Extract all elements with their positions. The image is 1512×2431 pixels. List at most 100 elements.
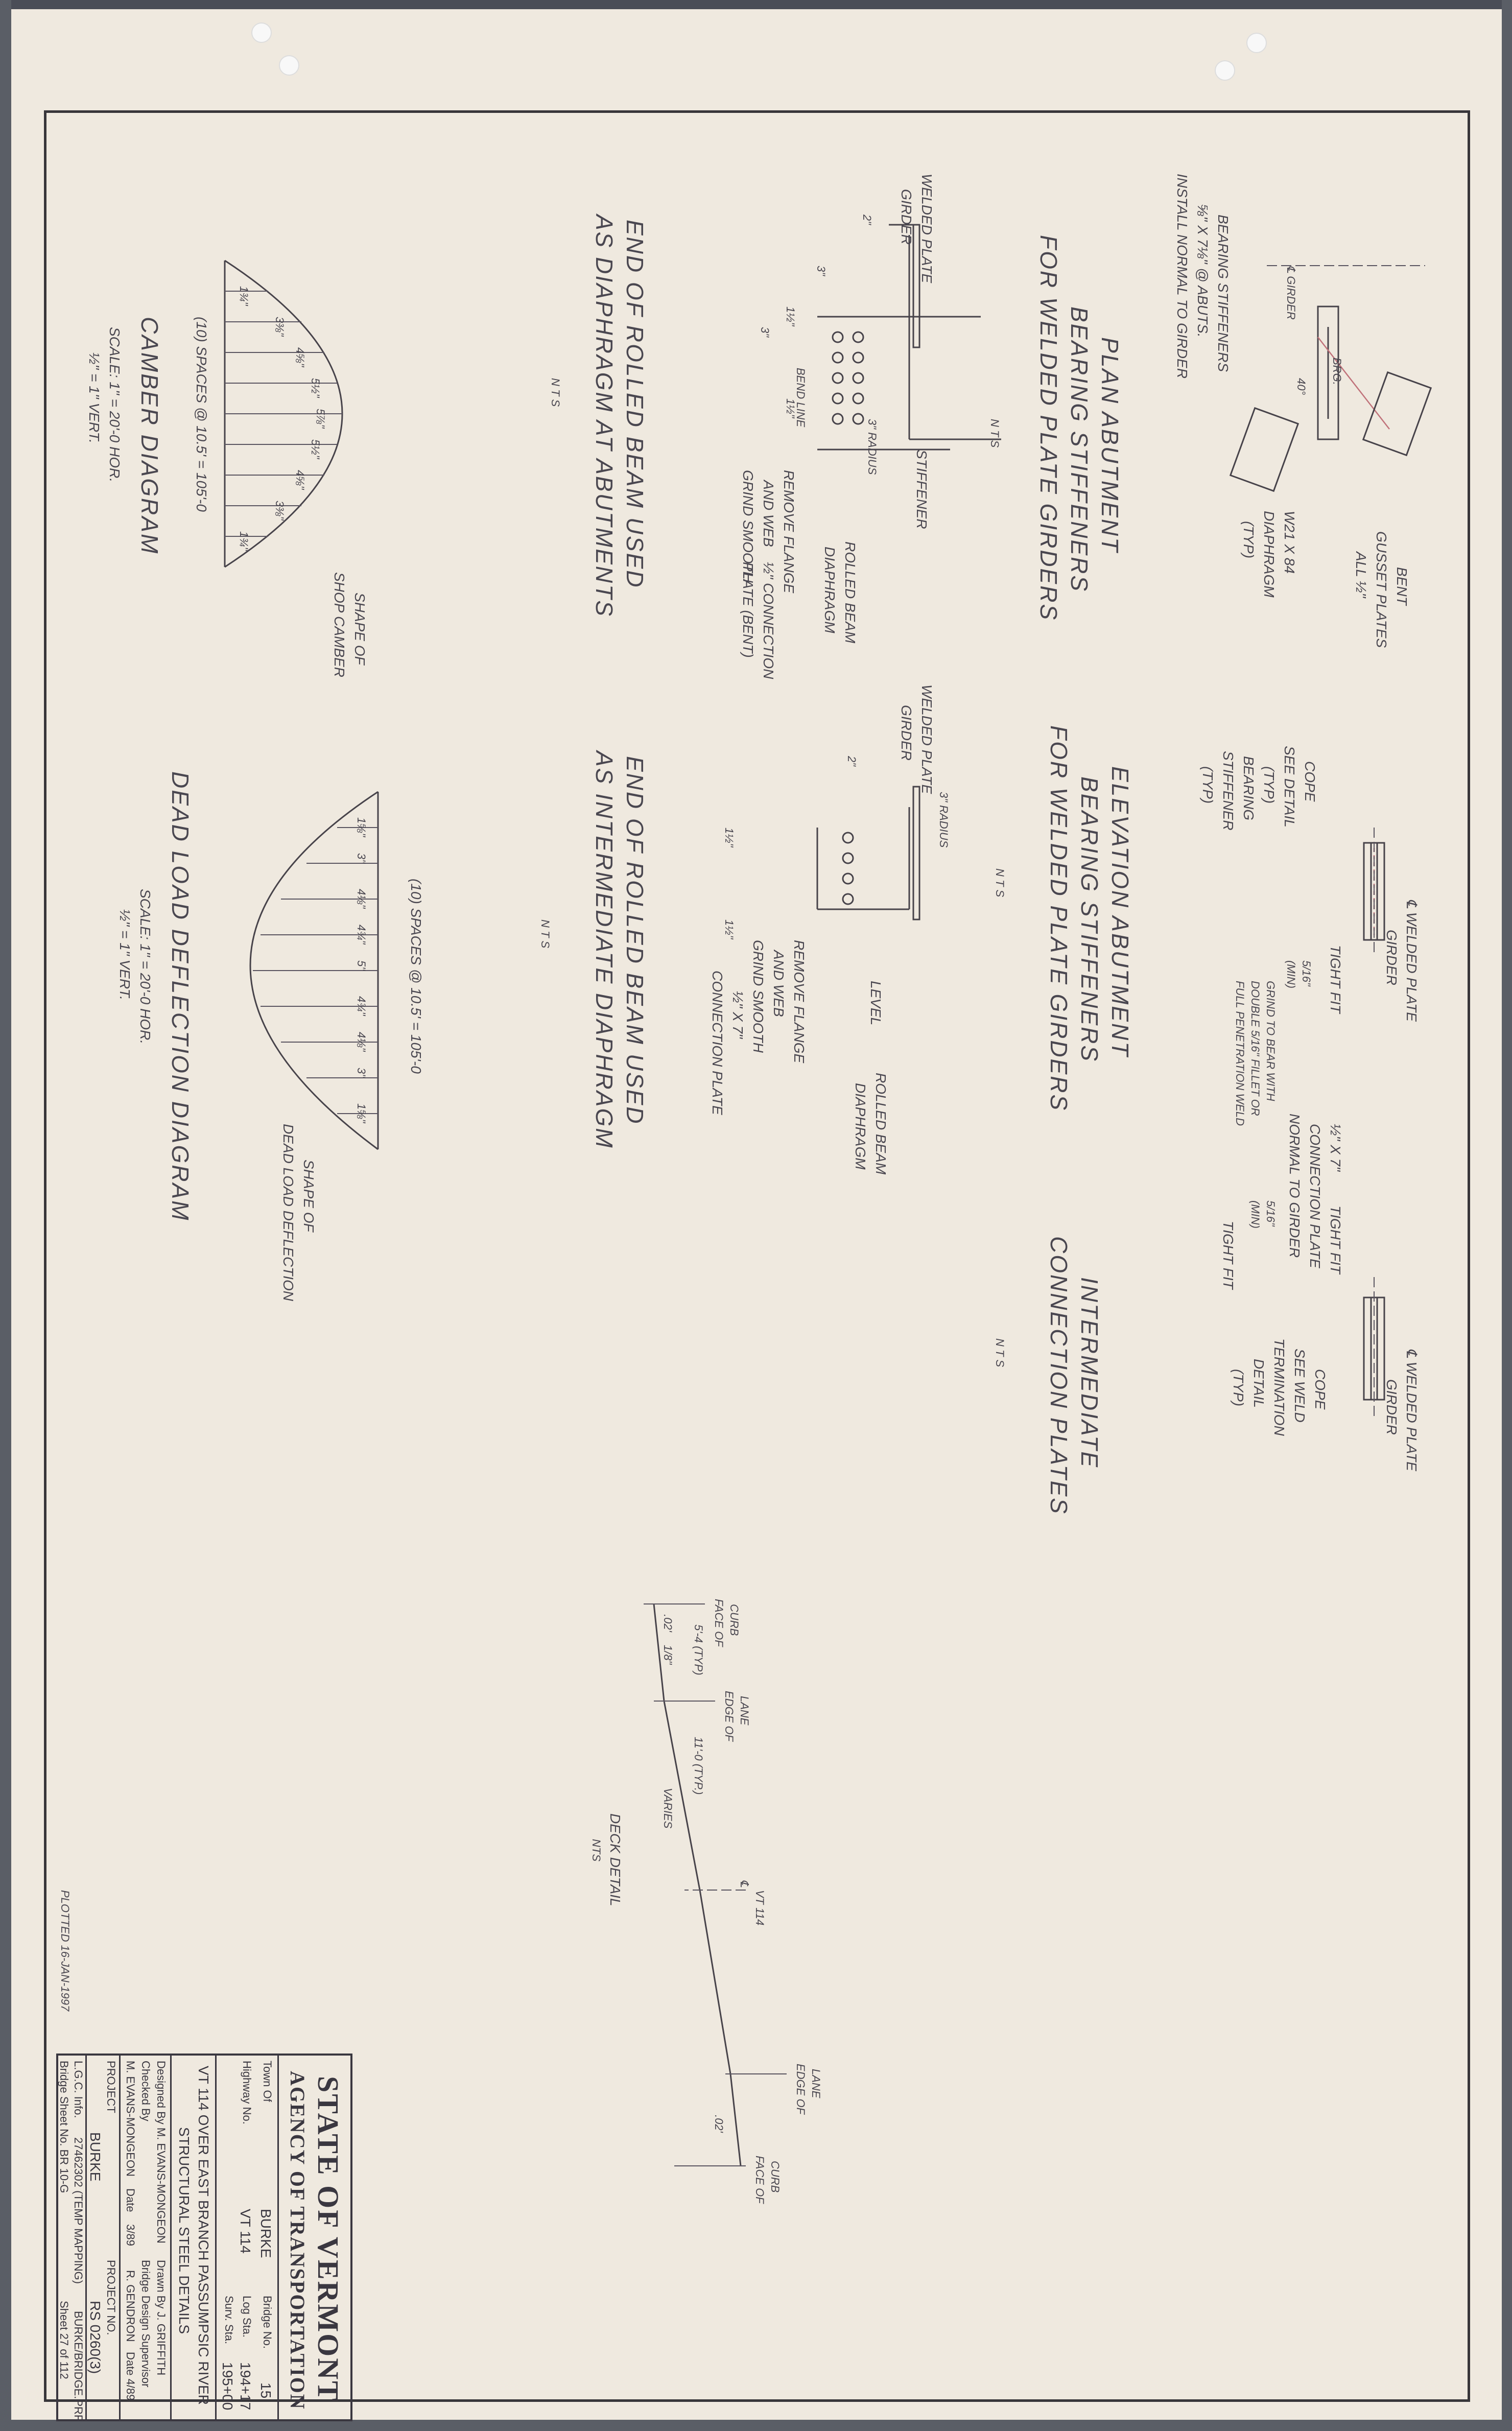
label-and-web-b: AND WEB: [771, 950, 787, 1017]
label-half-conn: ½" CONNECTION: [761, 562, 776, 679]
intermediate-title-2: CONNECTION PLATES: [1046, 1236, 1072, 1515]
label-remove-flange-b: REMOVE FLANGE: [791, 940, 807, 1064]
camber-value: 5½": [309, 439, 322, 459]
deflection-ordinates: [253, 827, 378, 1114]
label-girder-2: GIRDER: [1384, 930, 1400, 985]
date-label: Date: [124, 2188, 137, 2212]
label-typ: (TYP): [1241, 521, 1257, 559]
deflection-value: 1⅝": [355, 817, 368, 837]
label-tight-fit-a: TIGHT FIT: [1328, 1206, 1343, 1274]
label-stiffener: STIFFENER: [1220, 751, 1236, 831]
label-double-fillet: DOUBLE 5/16" FILLET OR: [1249, 981, 1262, 1116]
sheet-edge-bottom: [0, 2420, 1512, 2431]
deck-label: VT 114: [753, 1890, 766, 1926]
deflection-value: 4⅛": [355, 1032, 368, 1052]
deck-label: LANE: [810, 2069, 822, 2098]
deck-label: EDGE OF: [794, 2064, 807, 2115]
dim-1-5a: 1½": [784, 306, 797, 326]
project-no-value: RS 0260(3): [87, 2301, 103, 2374]
deck-nts: NTS: [590, 1839, 603, 1861]
state-name: STATE OF VERMONT: [312, 2076, 345, 2402]
designed-by: Designed By M. EVANS-MONGEON: [155, 2061, 168, 2244]
elevation-title-3: FOR WELDED PLATE GIRDERS: [1046, 725, 1072, 1112]
label-5-16: 5/16": [1300, 960, 1313, 986]
deck-label: EDGE OF: [723, 1691, 736, 1742]
label-stiffener-size: ⅝" X 7⅛" @ ABUTS.: [1195, 204, 1211, 338]
label-bent: BENT: [1394, 567, 1410, 605]
label-install-normal: INSTALL NORMAL TO GIRDER: [1174, 174, 1190, 379]
date-value: 3/89: [124, 2224, 137, 2246]
label-min: (MIN): [1285, 960, 1297, 988]
label-w21: W21 X 84: [1282, 511, 1297, 574]
label-plate-bent: PLATE (BENT): [740, 562, 756, 658]
punch-hole: [1246, 33, 1267, 53]
label-cope-b: COPE: [1312, 1369, 1328, 1410]
deck-title: DECK DETAIL: [607, 1813, 623, 1906]
plotted-stamp: PLOTTED 16-JAN-1997: [59, 1890, 72, 2012]
label-rolled-beam: ROLLED BEAM: [842, 541, 858, 644]
label-conn-plate-b: CONNECTION PLATE: [710, 971, 725, 1115]
label-diaphragm-b: DIAPHRAGM: [822, 547, 838, 633]
plan-abutment-title-3: FOR WELDED PLATE GIRDERS: [1035, 235, 1062, 622]
deflection-value: 3": [355, 1068, 368, 1078]
label-typ-4: (TYP): [1231, 1369, 1246, 1407]
label-3in-radius: 3" RADIUS: [866, 419, 879, 475]
deflection-spaces: (10) SPACES @ 10.5' = 105'-0: [408, 879, 424, 1074]
label-gusset: GUSSET PLATES: [1374, 531, 1389, 648]
town-label: Town Of: [261, 2061, 274, 2102]
punch-hole: [279, 55, 299, 76]
dim-3in: 3": [815, 266, 828, 276]
intermediate-title-1: INTERMEDIATE: [1076, 1277, 1103, 1469]
camber-spaces: (10) SPACES @ 10.5' = 105'-0: [194, 317, 209, 512]
label-half-x-7-b: ½" X 7": [730, 991, 746, 1039]
label-detail: DETAIL: [1251, 1359, 1267, 1408]
label-3in-radius-b: 3" RADIUS: [937, 792, 950, 848]
dim-2in: 2": [861, 215, 873, 225]
camber-title: CAMBER DIAGRAM: [136, 317, 163, 555]
checked-by-label: Checked By: [139, 2061, 152, 2121]
deflection-scale-1: SCALE: 1" = 20'-0 HOR.: [137, 889, 153, 1044]
camber-value: 1¾": [238, 286, 250, 306]
end-abut-title-2: AS DIAPHRAGM AT ABUTMENTS: [591, 215, 618, 618]
end-int-title-2: AS INTERMEDIATE DIAPHRAGM: [591, 751, 618, 1149]
supervisor-name: R. GENDRON: [124, 2270, 137, 2342]
end-int-nts: N T S: [539, 919, 552, 949]
label-40deg: 40°: [1295, 378, 1308, 395]
camber-scale-1: SCALE: 1" = 20'-0 HOR.: [107, 327, 123, 482]
deck-label: 11'-0 (TYP.): [692, 1737, 705, 1795]
log-sta-value: 194+17: [238, 2362, 253, 2411]
label-bearing: BEARING: [1241, 756, 1257, 821]
deflection-value: 4⅛": [355, 889, 368, 909]
label-all-half: ALL ½": [1353, 552, 1369, 598]
label-tight-fit: TIGHT FIT: [1328, 945, 1343, 1013]
sheet-edge-top: [0, 0, 1512, 9]
label-rolled-beam-b: ROLLED BEAM: [873, 1073, 889, 1175]
camber-shape-2: SHOP CAMBER: [332, 572, 347, 677]
project-description: VT 114 OVER EAST BRANCH PASSUMPSIC RIVER: [196, 2066, 211, 2405]
elevation-title-1: ELEVATION ABUTMENT: [1107, 766, 1133, 1058]
town-value: BURKE: [258, 2209, 274, 2258]
plan-abutment-nts: N T S: [988, 419, 1001, 448]
camber-value: 1¾": [238, 531, 250, 551]
label-diaphragm: DIAPHRAGM: [1261, 511, 1277, 598]
end-abut-nts: N T S: [549, 378, 562, 407]
agency-name: AGENCY OF TRANSPORTATION: [286, 2071, 309, 2410]
label-girder-c: GIRDER: [899, 189, 914, 245]
label-welded-plate: WELDED PLATE: [919, 174, 935, 284]
label-wpg-cl-b: ℄ WELDED PLATE: [1404, 1349, 1420, 1471]
deck-label: CURB: [728, 1604, 741, 1636]
deflection-scale-2: ½" = 1" VERT.: [117, 909, 133, 1000]
label-girder-b: GIRDER: [1384, 1379, 1400, 1435]
log-sta-label: Log Sta.: [241, 2296, 253, 2338]
label-brg: BRG.: [1331, 358, 1343, 385]
drawing-border: [44, 110, 1470, 2402]
surv-sta-label: Surv. Sta.: [223, 2296, 235, 2344]
label-5-16-b: 5/16": [1264, 1200, 1277, 1226]
label-conn-plate: CONNECTION PLATE: [1307, 1124, 1323, 1268]
label-remove-flange: REMOVE FLANGE: [781, 470, 797, 594]
camber-value: 3⅜": [273, 501, 286, 521]
label-half-x-7: ½" X 7": [1328, 1124, 1343, 1172]
camber-ordinates: [225, 291, 342, 537]
label-and-web: AND WEB: [761, 480, 776, 547]
